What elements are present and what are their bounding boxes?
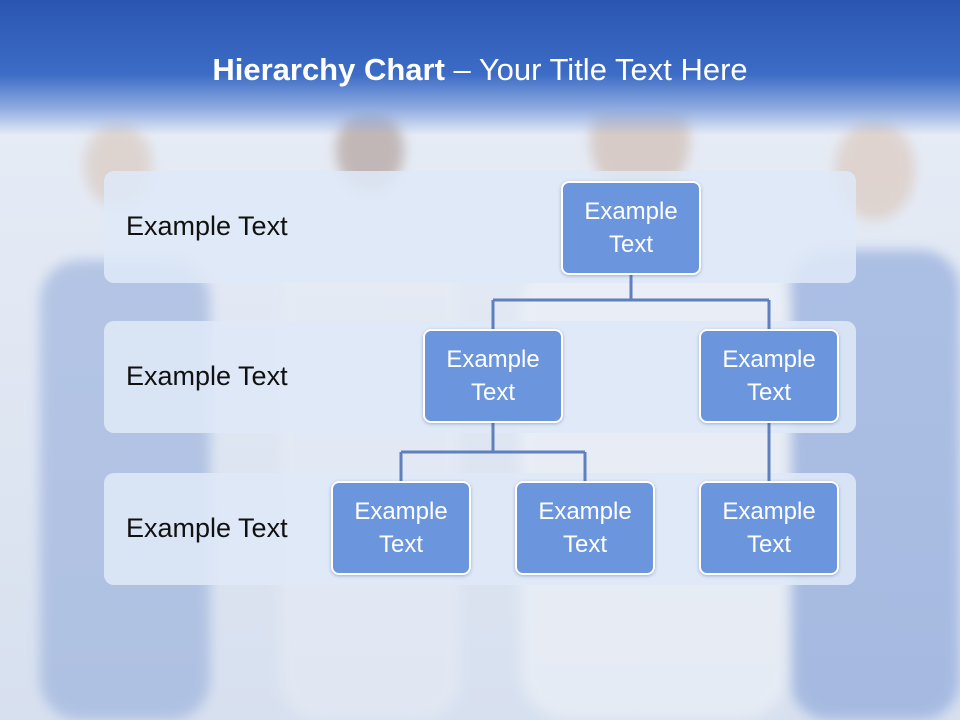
node-text-line2: Text — [470, 379, 515, 406]
node-text-line1: Example — [722, 346, 816, 373]
level-label: Example Text — [126, 361, 288, 391]
slide-title-rest: Your Title Text Here — [478, 52, 748, 87]
slide-title-bold: Hierarchy Chart — [212, 52, 445, 87]
level-band-1: Example Text — [104, 171, 856, 283]
node-text-line1: Example — [584, 198, 678, 225]
node-text-line2: Text — [378, 531, 423, 558]
level-label: Example Text — [126, 211, 288, 241]
slide-title-dash: – — [444, 52, 479, 87]
node-text-line1: Example — [722, 498, 816, 525]
header-band — [0, 0, 960, 135]
node-text-line2: Text — [746, 531, 791, 558]
slide-title: Hierarchy Chart – Your Title Text Here — [0, 52, 960, 88]
node-text-line1: Example — [538, 498, 632, 525]
node-text-line2: Text — [562, 531, 607, 558]
level-label: Example Text — [126, 513, 288, 543]
node-text-line2: Text — [746, 379, 791, 406]
node-text-line2: Text — [608, 231, 653, 258]
node-text-line1: Example — [446, 346, 540, 373]
node-text-line1: Example — [354, 498, 448, 525]
